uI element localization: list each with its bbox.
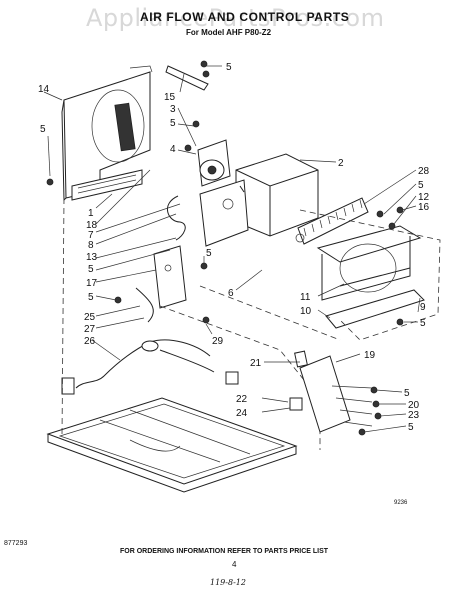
diagram-title: AIR FLOW AND CONTROL PARTS	[140, 10, 350, 24]
cabinet-outline-right	[159, 305, 321, 450]
blower-housing	[316, 225, 425, 329]
callout-10: 10	[300, 306, 312, 317]
drawing-code: 9236	[394, 500, 408, 506]
callout-17: 17	[86, 278, 98, 289]
callout-18: 18	[86, 220, 98, 231]
callout-23: 23	[408, 410, 420, 421]
callout-6: 6	[228, 288, 234, 299]
callout-21: 21	[250, 358, 262, 369]
callout-19: 19	[364, 350, 376, 361]
filter	[71, 169, 143, 201]
callout-5-lower: 5	[88, 292, 94, 303]
blower-outline	[299, 209, 441, 341]
callout-9: 9	[420, 302, 426, 313]
callout-5-left: 5	[40, 124, 46, 135]
callout-15: 15	[164, 92, 176, 103]
callout-16: 16	[418, 202, 430, 213]
fan-motor	[184, 139, 231, 187]
handwritten-note: 119-8-12	[210, 578, 246, 587]
leader-lines	[43, 65, 421, 433]
callout-2: 2	[338, 158, 344, 169]
watermark: AppliancePartsPros.com	[86, 4, 385, 32]
front-panel	[61, 65, 153, 202]
wiring-harness	[61, 339, 215, 395]
callout-14: 14	[38, 84, 50, 95]
callout-4: 4	[170, 144, 176, 155]
callout-11: 11	[300, 292, 311, 303]
callout-12: 12	[418, 192, 430, 203]
callout-5-bottom: 5	[408, 422, 414, 433]
wire-25	[135, 287, 154, 323]
callout-3: 3	[170, 104, 176, 115]
control-bracket	[153, 245, 187, 309]
callout-7: 7	[88, 230, 94, 241]
callout-13: 13	[86, 252, 98, 263]
callout-8: 8	[88, 240, 94, 251]
callout-1: 1	[88, 208, 94, 219]
thermostat-wire	[167, 195, 186, 241]
callout-29: 29	[212, 336, 224, 347]
callout-5-bracket: 5	[206, 248, 212, 259]
callout-20: 20	[408, 400, 420, 411]
callout-5-panel: 5	[404, 388, 410, 399]
callout-5-motor: 5	[170, 118, 176, 129]
partition-panel	[199, 153, 319, 247]
callout-labels: 14 5 15 3 5 5 4 2 28 5 12 16 1 18 7 8 13…	[38, 62, 430, 433]
callout-22: 22	[236, 394, 248, 405]
page-number: 4	[232, 560, 237, 569]
callout-5-blower: 5	[420, 318, 426, 329]
ordering-note: FOR ORDERING INFORMATION REFER TO PARTS …	[120, 548, 329, 555]
callout-5-coil: 5	[418, 180, 424, 191]
callout-27: 27	[84, 324, 96, 335]
callout-26: 26	[84, 336, 96, 347]
callout-5-mid: 5	[88, 264, 94, 275]
callout-28: 28	[418, 166, 430, 177]
screws	[46, 120, 404, 326]
base-pan	[46, 397, 298, 493]
callout-5-top: 5	[226, 62, 232, 73]
model-subtitle: For Model AHF P80-Z2	[186, 28, 272, 37]
document-code: 877293	[4, 540, 28, 547]
top-bracket	[165, 60, 210, 91]
callout-25: 25	[84, 312, 96, 323]
evaporator-coil	[295, 197, 369, 245]
cabinet-outline-left	[61, 197, 65, 437]
callout-24: 24	[236, 408, 248, 419]
blower-link-outline	[199, 285, 341, 341]
